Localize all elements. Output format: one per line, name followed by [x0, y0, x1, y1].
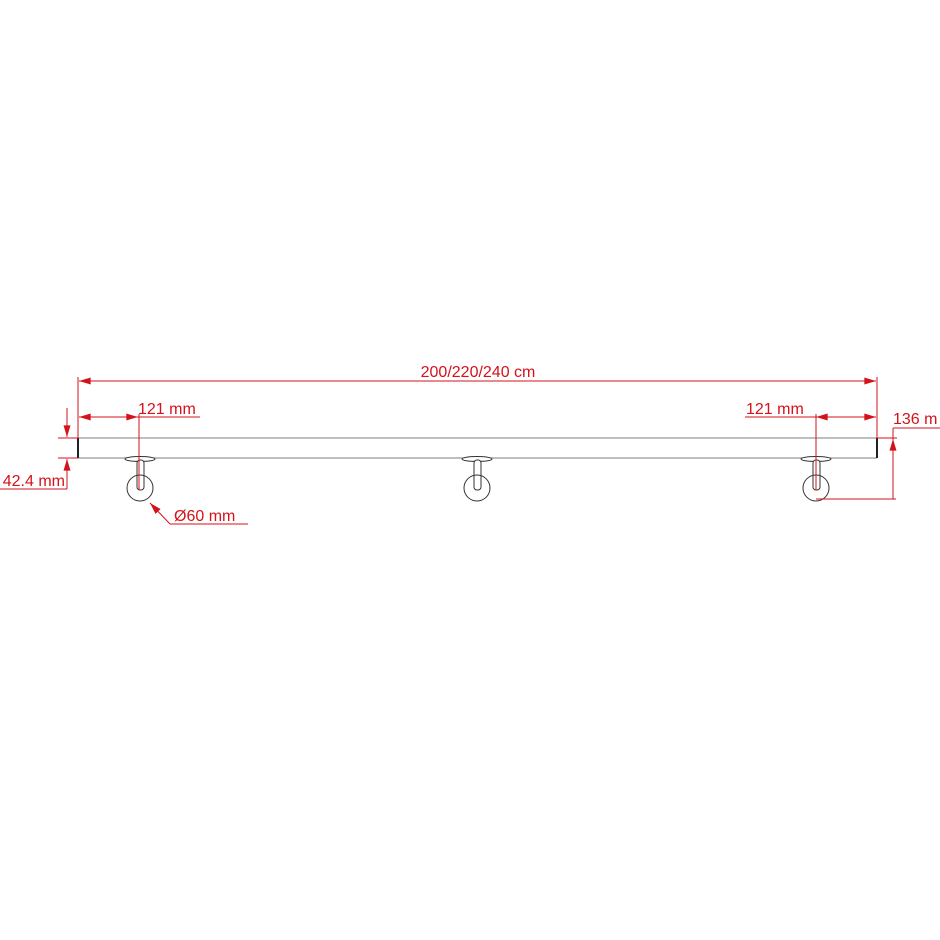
overall-length-label: 200/220/240 cm [421, 364, 536, 381]
dimension-wall-distance: 136 m [816, 411, 940, 500]
dimension-right-offset: 121 mm [745, 401, 876, 490]
rosette-diameter-label: Ø60 mm [174, 508, 235, 525]
bracket-center [461, 456, 493, 502]
right-offset-label: 121 mm [746, 401, 804, 418]
dimension-rosette-diameter: Ø60 mm [149, 502, 248, 525]
handrail-tube [77, 437, 878, 459]
wall-distance-label: 136 m [893, 411, 937, 428]
dimension-overall-length: 200/220/240 cm [77, 364, 878, 438]
dimension-tube-diameter: 42.4 mm [0, 408, 78, 490]
tube-diameter-label: 42.4 mm [3, 473, 65, 490]
left-offset-label: 121 mm [138, 401, 196, 418]
bracket-left [124, 456, 156, 502]
dimension-left-offset: 121 mm [78, 401, 200, 490]
